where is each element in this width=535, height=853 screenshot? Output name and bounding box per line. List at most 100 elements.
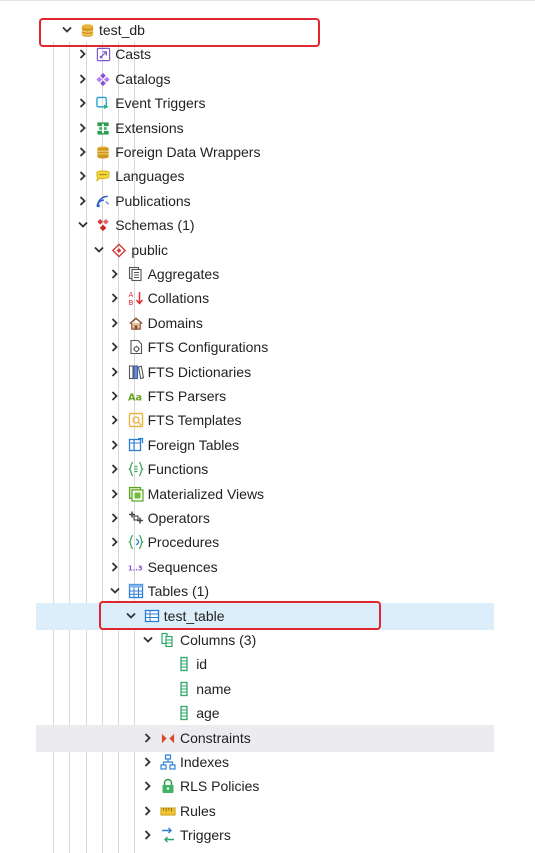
language-icon (95, 164, 111, 188)
tree-node-columns[interactable]: Columns (3) (0, 628, 535, 652)
tree-node-rules[interactable]: Rules (0, 799, 535, 823)
publication-icon (95, 189, 111, 213)
chevron-right-icon[interactable] (110, 384, 121, 408)
tree-guide-line (53, 42, 54, 853)
tree-node-age[interactable]: age (0, 701, 535, 725)
column-icon (176, 701, 192, 725)
chevron-right-icon[interactable] (77, 164, 88, 188)
fts-configuration-icon (128, 335, 144, 359)
tree-node-public[interactable]: public (0, 238, 535, 262)
annotation-box-test-table (99, 601, 381, 630)
chevron-right-icon[interactable] (110, 286, 121, 310)
tree-node-languages[interactable]: Languages (0, 164, 535, 188)
tree-node-tables[interactable]: Tables (1) (0, 579, 535, 603)
chevron-right-icon[interactable] (110, 262, 121, 286)
chevron-down-icon[interactable] (93, 238, 104, 262)
svg-text:Aa: Aa (128, 392, 142, 403)
chevron-down-icon[interactable] (142, 628, 153, 652)
tree-node-label: Extensions (115, 120, 184, 136)
tree-node-publications[interactable]: Publications (0, 189, 535, 213)
tree-node-label: Constraints (180, 730, 251, 746)
tree-node-casts[interactable]: Casts (0, 42, 535, 66)
top-border (0, 0, 535, 1)
tree-node-fts-configurations[interactable]: FTS Configurations (0, 335, 535, 359)
tree-node-constraints[interactable]: Constraints (0, 726, 535, 750)
tree-node-fts-templates[interactable]: FTS Templates (0, 408, 535, 432)
column-icon (176, 652, 192, 676)
chevron-right-icon[interactable] (110, 482, 121, 506)
chevron-right-icon[interactable] (142, 726, 153, 750)
tree-guide-line (86, 42, 87, 853)
tree-node-label: Rules (180, 803, 216, 819)
tree-node-procedures[interactable]: Procedures (0, 530, 535, 554)
tree-node-label: Schemas (1) (115, 217, 195, 233)
chevron-down-icon[interactable] (61, 18, 72, 42)
tree-node-fts-dictionaries[interactable]: FTS Dictionaries (0, 360, 535, 384)
index-icon (160, 750, 176, 774)
tree-node-indexes[interactable]: Indexes (0, 750, 535, 774)
tree-node-materialized-views[interactable]: Materialized Views (0, 482, 535, 506)
tree-node-domains[interactable]: Domains (0, 311, 535, 335)
tree-node-functions[interactable]: Functions (0, 457, 535, 481)
tree-node-foreign-tables[interactable]: Foreign Tables (0, 433, 535, 457)
tree-node-label: Languages (115, 168, 185, 184)
chevron-right-icon[interactable] (77, 189, 88, 213)
extension-icon (95, 116, 111, 140)
chevron-right-icon[interactable] (110, 408, 121, 432)
chevron-down-icon[interactable] (77, 213, 88, 237)
svg-text:B: B (128, 299, 133, 306)
chevron-right-icon[interactable] (77, 116, 88, 140)
fts-template-icon (128, 408, 144, 432)
tree-node-label: public (131, 242, 168, 258)
chevron-right-icon[interactable] (142, 799, 153, 823)
annotation-box-test-db (39, 18, 320, 47)
chevron-right-icon[interactable] (77, 140, 88, 164)
tree-node-test-table[interactable]: test_table (0, 604, 535, 628)
tree-node-label: test_db (99, 22, 145, 38)
chevron-down-icon[interactable] (110, 579, 121, 603)
tree-node-label: Foreign Data Wrappers (115, 144, 261, 160)
tree-node-schemas[interactable]: Schemas (1) (0, 213, 535, 237)
chevron-right-icon[interactable] (110, 311, 121, 335)
domain-icon (128, 311, 144, 335)
tree-node-aggregates[interactable]: Aggregates (0, 262, 535, 286)
chevron-right-icon[interactable] (110, 457, 121, 481)
chevron-right-icon[interactable] (110, 433, 121, 457)
tree-node-triggers[interactable]: Triggers (0, 823, 535, 847)
tree-node-label: Indexes (180, 754, 230, 770)
tree-node-label: id (196, 656, 208, 672)
tree-node-label: Tables (1) (147, 583, 210, 599)
tree-node-foreign-data-wrappers[interactable]: Foreign Data Wrappers (0, 140, 535, 164)
tree-node-catalogs[interactable]: Catalogs (0, 67, 535, 91)
chevron-right-icon[interactable] (110, 335, 121, 359)
chevron-right-icon[interactable] (110, 360, 121, 384)
chevron-right-icon[interactable] (142, 774, 153, 798)
tree-node-label: Functions (147, 461, 209, 477)
tree-node-test-db[interactable]: test_db (0, 18, 535, 42)
tree-node-label: FTS Dictionaries (147, 364, 252, 380)
tree-node-rls-policies[interactable]: RLS Policies (0, 774, 535, 798)
chevron-right-icon[interactable] (77, 67, 88, 91)
chevron-right-icon[interactable] (77, 91, 88, 115)
function-icon (127, 457, 144, 481)
tree-node-extensions[interactable]: Extensions (0, 116, 535, 140)
chevron-right-icon[interactable] (110, 555, 121, 579)
chevron-right-icon[interactable] (142, 823, 153, 847)
tree-node-event-triggers[interactable]: Event Triggers (0, 91, 535, 115)
tree-node-label: Columns (3) (180, 632, 257, 648)
chevron-right-icon[interactable] (110, 506, 121, 530)
tree-node-label: name (196, 681, 232, 697)
tree-node-name[interactable]: name (0, 677, 535, 701)
chevron-right-icon[interactable] (77, 42, 88, 66)
tree-node-operators[interactable]: Operators (0, 506, 535, 530)
chevron-down-icon[interactable] (126, 604, 137, 628)
tree-node-id[interactable]: id (0, 652, 535, 676)
chevron-right-icon[interactable] (142, 750, 153, 774)
catalog-icon (95, 67, 111, 91)
chevron-right-icon[interactable] (110, 530, 121, 554)
